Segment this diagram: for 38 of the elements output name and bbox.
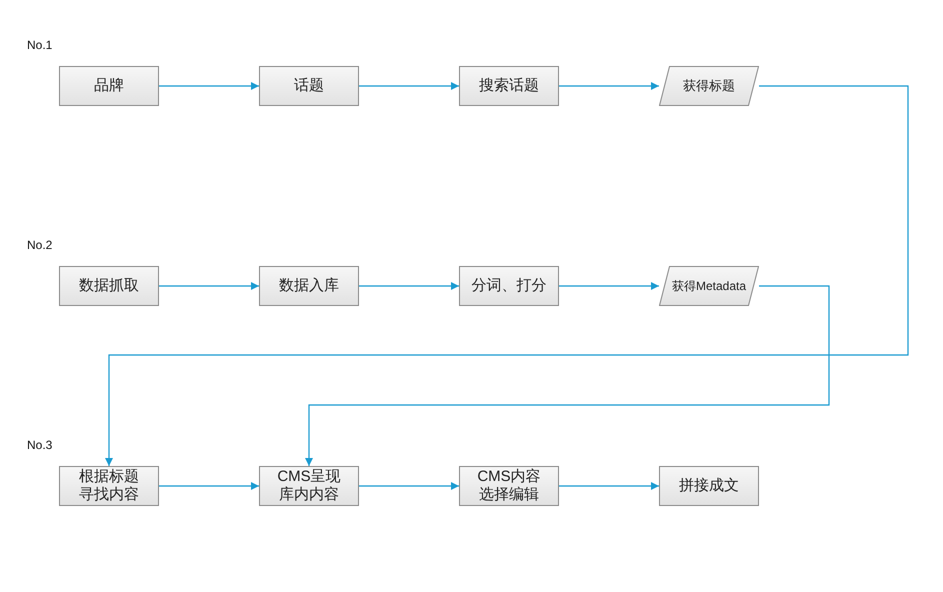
arrow [559,482,659,490]
process-box [59,466,159,506]
node-label: 分词、打分 [472,277,546,295]
process-box [59,266,159,306]
process-box [659,466,759,506]
section-number: No.1 [27,38,52,52]
arrow [159,482,259,490]
arrow [305,285,830,466]
process-box [459,266,559,306]
arrow [559,82,659,90]
node-label: 拼接成文 [679,477,739,495]
arrow [359,282,459,290]
node-label: CMS内容选择编辑 [476,468,542,504]
node-label: 获得Metadata [672,278,746,295]
node-label: 话题 [294,77,324,95]
node-label: 数据入库 [279,277,339,295]
node-label: 搜索话题 [479,77,539,95]
process-box [259,266,359,306]
node-label: 获得标题 [683,77,735,95]
section-number: No.3 [27,438,52,452]
process-box [259,466,359,506]
process-box [459,66,559,106]
process-box [59,66,159,106]
node-label: 品牌 [94,77,124,95]
node-label: 数据抓取 [79,277,139,295]
arrow [559,282,659,290]
arrow [159,82,259,90]
node-label: CMS呈现库内内容 [276,468,342,504]
section-number: No.2 [27,238,52,252]
data-parallelogram [659,66,759,106]
process-box [459,466,559,506]
arrow [359,82,459,90]
process-box [259,66,359,106]
data-parallelogram [659,266,759,306]
arrow [159,282,259,290]
arrow [359,482,459,490]
node-label: 根据标题寻找内容 [78,468,140,504]
arrow [105,85,909,466]
